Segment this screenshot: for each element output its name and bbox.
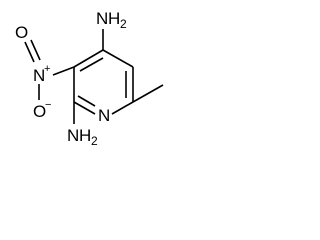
amino-bottom-h-label: H — [79, 126, 91, 145]
bond-c6-methyl — [132, 84, 164, 103]
nitro-o-bottom-charge: − — [45, 99, 51, 111]
amino-top-n-label: N — [96, 9, 108, 28]
nitro-n-charge: + — [44, 63, 50, 75]
ring-bond-n-c2-double — [77, 95, 96, 107]
ring-bond-c6-n — [111, 101, 134, 115]
bond-nitro-o-top — [24, 41, 35, 63]
nitro-o-bottom-label: O — [33, 102, 46, 121]
chemical-structure: N H 2 N N H 2 N + O O − — [15, 9, 164, 148]
bond-nitro-o-top-double — [30, 39, 41, 61]
amino-top-h-count: 2 — [120, 17, 127, 31]
ring-bond-c4-c5 — [102, 49, 134, 68]
nitro-o-top-label: O — [15, 23, 28, 42]
ring-nitrogen-label: N — [98, 106, 110, 125]
ring-bond-c3-c4 — [73, 49, 104, 68]
amino-top-h-label: H — [108, 9, 120, 28]
nitro-n-label: N — [33, 66, 45, 85]
amino-bottom-n-label: N — [67, 126, 79, 145]
amino-bottom-h-count: 2 — [91, 134, 98, 148]
ring-bond-n-c2 — [73, 101, 96, 115]
ring-bond-c3-c4-double — [79, 57, 104, 72]
bond-c3-nitro — [52, 66, 75, 76]
